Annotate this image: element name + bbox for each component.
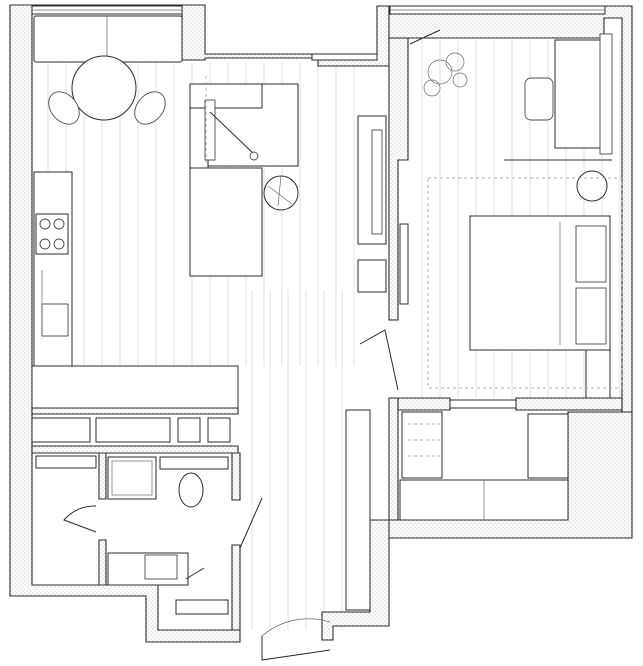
burner-icon [39, 238, 51, 250]
pillow-icon [575, 225, 607, 283]
desk [554, 39, 606, 149]
dining-chair-left [48, 91, 80, 125]
wall-bedroom-partition [388, 37, 409, 321]
burner-icon [53, 238, 65, 250]
shelf [599, 33, 613, 155]
hall-cabinet [345, 409, 371, 611]
cooktop [35, 213, 69, 255]
side-cabinet [357, 259, 387, 293]
door-leaf-hall [239, 497, 263, 549]
door-swing-bath [63, 505, 97, 533]
window-living [311, 53, 378, 61]
shower-tray [107, 456, 157, 500]
opening-bedroom [449, 399, 517, 409]
wall-bath-east [231, 452, 241, 501]
pillow-icon [575, 287, 607, 345]
storage-3 [177, 417, 201, 443]
washbasin [144, 554, 178, 580]
plant-icon [423, 52, 468, 97]
bathroom-area [31, 417, 263, 615]
lamp-arm [409, 29, 441, 45]
dresser [585, 349, 611, 399]
wall-bath-east-lower [231, 544, 241, 631]
wall-bedroom-south-2 [515, 397, 623, 411]
burner-icon [53, 218, 65, 230]
burner-icon [39, 218, 51, 230]
bedroom-area [399, 29, 623, 399]
desk-chair [524, 77, 554, 121]
wall-kitchen-south [31, 407, 239, 415]
entry-shelf [175, 599, 229, 615]
walls [9, 4, 633, 643]
sofa-cushion-top [189, 83, 263, 109]
windows [31, 5, 606, 409]
lamp-icon [249, 151, 259, 161]
wall-wardrobe-west [388, 397, 399, 521]
wall-north-east [388, 5, 633, 413]
banquette-bench [33, 15, 183, 63]
tv-screen [371, 129, 383, 235]
toilet-icon [178, 472, 204, 508]
wall-bath-divider-lower [98, 539, 107, 586]
kitchen-area [31, 15, 239, 409]
door-swing-bedroom [359, 329, 399, 391]
dining-table [71, 55, 137, 121]
kitchen-sink [41, 303, 69, 337]
entry-door [261, 636, 331, 661]
wardrobe-shelves [401, 411, 443, 479]
dining-chair-right [134, 91, 166, 125]
living-area [189, 76, 387, 293]
wall-bath-north [31, 445, 239, 454]
tap-icon [185, 567, 205, 580]
wardrobe-unit [527, 413, 569, 479]
storage-4 [207, 417, 231, 443]
vanity [159, 456, 229, 470]
wall-bedroom-south [397, 397, 451, 411]
storage-1 [31, 417, 91, 443]
bedroom-rug [427, 177, 623, 389]
nightstand [576, 170, 608, 202]
coffee-table [263, 175, 299, 211]
floor-lamp-arm [209, 111, 256, 156]
wall-panel [399, 223, 409, 305]
wall-south-east [321, 519, 390, 641]
kitchen-island [31, 365, 239, 409]
kitchen-counter [33, 171, 73, 369]
wall-bath-divider [98, 452, 107, 500]
hall-area [261, 329, 569, 661]
sofa-chaise [189, 167, 263, 277]
storage-2 [95, 417, 171, 443]
laundry-shelf [35, 455, 97, 469]
floor-lamp-base [204, 99, 216, 161]
